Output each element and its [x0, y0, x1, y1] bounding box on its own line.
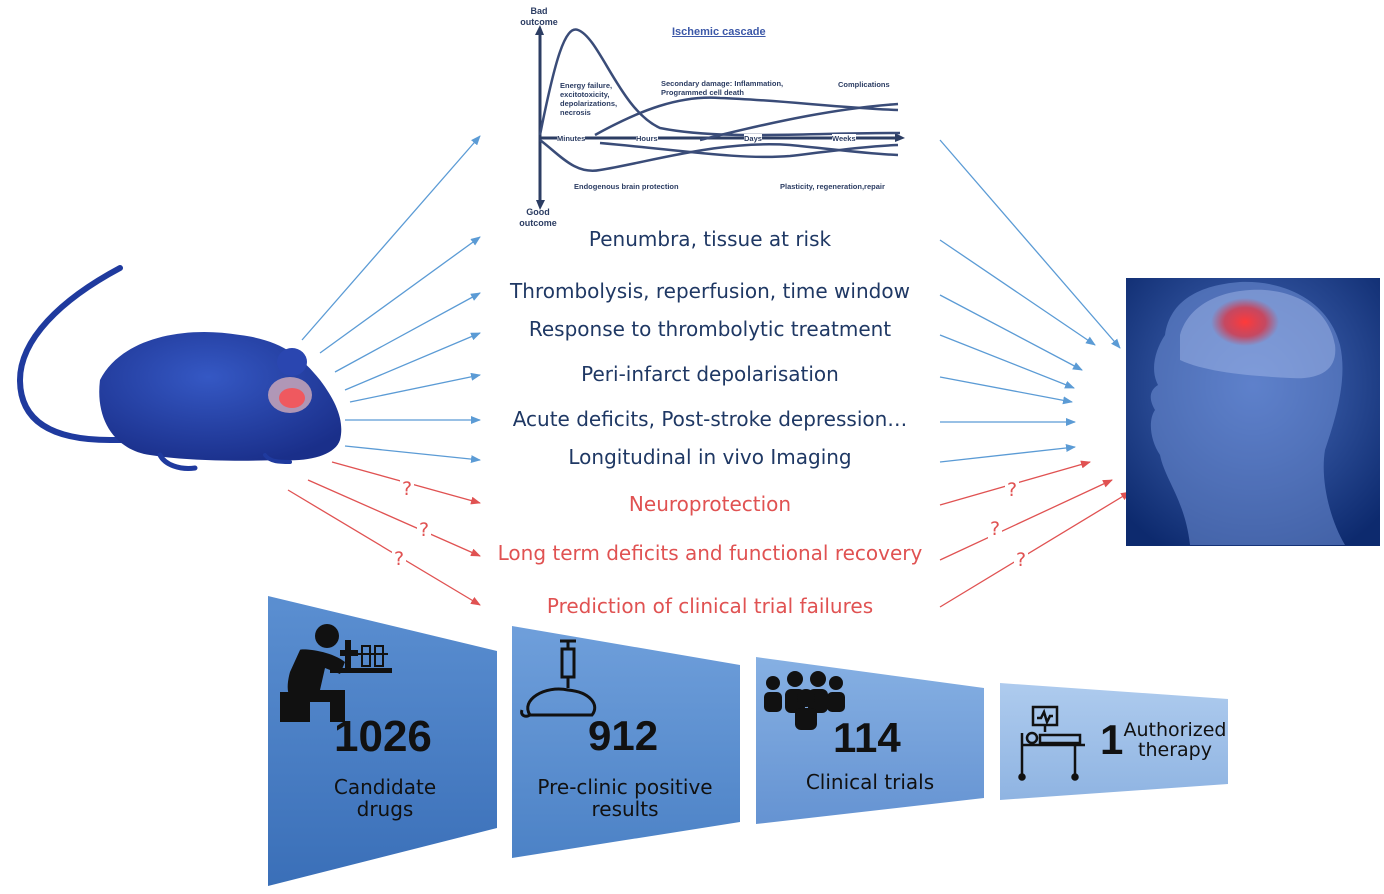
label-penumbra: Penumbra, tissue at risk [588, 227, 832, 251]
funnel-caption-candidate: Candidate drugs [333, 775, 437, 821]
funnel-number-trials: 114 [833, 714, 901, 761]
label-thrombolysis: Thrombolysis, reperfusion, time window [510, 279, 910, 303]
funnel-caption-trials: Clinical trials [805, 770, 935, 794]
cascade-curve-secondary [594, 96, 899, 137]
arrow-mouse-penumbra [319, 236, 481, 354]
cascade-time-days: Days [744, 134, 762, 143]
mouse-arrows-blue [301, 135, 481, 464]
ischemic-cascade-chart [535, 25, 905, 210]
human-head-brain-image [1126, 278, 1380, 546]
arrow-mouse-cascade [301, 135, 481, 341]
cascade-complications-label: Complications [838, 80, 890, 89]
human-arrows-blue [939, 139, 1121, 463]
arrow-mouse-response [344, 332, 481, 391]
mouse-front-foot [263, 453, 292, 464]
arrow-mouse-imaging [344, 445, 481, 464]
arrow-mouse-periinfarct [349, 372, 481, 403]
label-acute: Acute deficits, Post-stroke depression… [512, 407, 908, 431]
cascade-curve-protection [539, 139, 899, 173]
arrow-thrombolysis-human [939, 294, 1083, 371]
people-group-icon [764, 671, 845, 730]
label-neuroprotection: Neuroprotection [628, 492, 792, 516]
label-response: Response to thrombolytic treatment [528, 317, 892, 341]
question-mark-left-3: ? [392, 548, 407, 570]
human-arrows-red [939, 460, 1131, 608]
question-mark-right-1: ? [1005, 479, 1020, 501]
mouse-ear [277, 348, 307, 376]
mouse-hind-foot [157, 452, 198, 471]
funnel-stage-1 [268, 596, 497, 886]
brain-lesion-glow [1211, 298, 1279, 346]
arrow-cascade-human [939, 139, 1121, 349]
question-mark-right-3: ? [1014, 549, 1029, 571]
funnel-caption-authorized: Authorized therapy [1123, 719, 1227, 761]
arrow-periinfarct-human [939, 376, 1073, 405]
question-mark-left-1: ? [400, 478, 415, 500]
cascade-time-minutes: Minutes [557, 134, 586, 143]
cascade-y-bottom-label: Good outcome [519, 207, 557, 228]
mouse-arrows-red [287, 461, 481, 606]
cascade-title: Ischemic cascade [672, 26, 766, 38]
funnel-caption-preclinic: Pre-clinic positive results [537, 775, 713, 821]
label-imaging: Longitudinal in vivo Imaging [568, 445, 852, 469]
arrow-mouse-prediction [287, 489, 481, 606]
arrow-longterm-human [939, 479, 1113, 561]
arrow-imaging-human [939, 444, 1076, 463]
mouse-tail [16, 265, 143, 443]
cascade-plasticity-label: Plasticity, regeneration,repair [780, 182, 885, 191]
cascade-time-weeks: Weeks [832, 134, 856, 143]
mouse-syringe-icon [520, 639, 597, 718]
cascade-curve-complications [699, 102, 899, 142]
cascade-curve-energy [538, 28, 901, 137]
arrow-mouse-thrombolysis [334, 292, 481, 373]
cascade-endogenous-label: Endogenous brain protection [574, 182, 679, 191]
hospital-bed-icon [1018, 705, 1085, 781]
arrow-mouse-longterm [307, 479, 481, 557]
question-mark-left-2: ? [417, 519, 432, 541]
label-prediction: Prediction of clinical trial failures [546, 594, 874, 618]
arrow-prediction-human [939, 491, 1131, 608]
arrow-response-human [939, 334, 1075, 389]
researcher-microscope-icon [280, 624, 392, 722]
cascade-y-top-label: Bad outcome [520, 6, 558, 27]
mouse-illustration [16, 265, 342, 471]
cascade-secondary-label: Secondary damage: Inflammation, Programm… [661, 79, 784, 97]
question-mark-right-2: ? [988, 518, 1003, 540]
label-longterm: Long term deficits and functional recove… [497, 541, 923, 565]
cascade-energy-label: Energy failure, excitotoxicity, depolari… [560, 81, 618, 117]
funnel-number-preclinic: 912 [588, 712, 659, 759]
cascade-curve-plasticity [599, 141, 899, 159]
funnel-number-candidate: 1026 [334, 712, 432, 761]
arrow-penumbra-human [939, 239, 1096, 346]
cascade-time-hours: Hours [636, 134, 658, 143]
funnel-number-authorized: 1 [1100, 716, 1124, 763]
label-periinfarct: Peri-infarct depolarisation [581, 362, 839, 386]
